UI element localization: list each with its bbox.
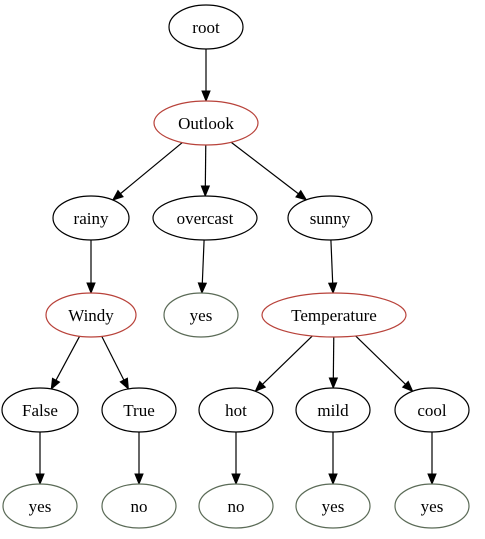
arrow-head-icon bbox=[111, 189, 124, 201]
node-outlook: Outlook bbox=[153, 100, 259, 146]
node-root: root bbox=[168, 4, 244, 50]
arrow-head-icon bbox=[86, 282, 96, 295]
node-overcast: overcast bbox=[152, 195, 258, 241]
arrow-head-icon bbox=[50, 377, 61, 391]
edge-mild-to-mild-yes bbox=[328, 432, 338, 486]
arrow-head-icon bbox=[200, 185, 211, 198]
edge-line bbox=[120, 142, 183, 195]
arrow-head-icon bbox=[401, 380, 414, 393]
edge-cool-to-cool-yes bbox=[427, 432, 437, 486]
arrow-head-icon bbox=[328, 377, 339, 390]
node-hot: hot bbox=[198, 387, 274, 433]
node-label: overcast bbox=[177, 209, 234, 228]
node-label: False bbox=[22, 401, 58, 420]
node-label: yes bbox=[29, 497, 52, 516]
edge-line bbox=[55, 335, 81, 381]
normal-node-ellipse bbox=[198, 387, 274, 433]
arrow-head-icon bbox=[134, 473, 144, 486]
edge-outlook-to-sunny bbox=[230, 141, 308, 201]
arrow-head-icon bbox=[328, 473, 338, 486]
node-label: no bbox=[131, 497, 148, 516]
decision-node-ellipse bbox=[261, 292, 407, 338]
edge-line bbox=[230, 141, 299, 195]
node-label: mild bbox=[317, 401, 349, 420]
edge-line bbox=[330, 239, 334, 284]
edge-root-to-outlook bbox=[201, 49, 211, 103]
node-windy: Windy bbox=[45, 292, 137, 338]
node-true: True bbox=[101, 387, 177, 433]
node-label: hot bbox=[225, 401, 247, 420]
arrow-head-icon bbox=[201, 90, 211, 103]
normal-node-ellipse bbox=[168, 4, 244, 50]
node-false-yes: yes bbox=[2, 483, 78, 529]
arrow-head-icon bbox=[231, 473, 241, 486]
node-sunny: sunny bbox=[287, 195, 373, 241]
edge-temperature-to-cool bbox=[355, 335, 414, 393]
node-label: rainy bbox=[74, 209, 109, 228]
node-label: cool bbox=[417, 401, 447, 420]
normal-node-ellipse bbox=[101, 387, 177, 433]
node-cool: cool bbox=[394, 387, 470, 433]
node-false: False bbox=[1, 387, 79, 433]
edge-layer bbox=[35, 49, 437, 486]
edge-rainy-to-windy bbox=[86, 240, 96, 295]
edge-false-to-false-yes bbox=[35, 432, 45, 486]
node-label: Windy bbox=[68, 306, 114, 325]
node-hot-no: no bbox=[198, 483, 274, 529]
leaf-node-ellipse bbox=[198, 483, 274, 529]
arrow-head-icon bbox=[119, 377, 129, 391]
normal-node-ellipse bbox=[295, 387, 371, 433]
node-label: True bbox=[123, 401, 155, 420]
node-mild: mild bbox=[295, 387, 371, 433]
arrow-head-icon bbox=[327, 282, 338, 295]
node-label: no bbox=[228, 497, 245, 516]
arrow-head-icon bbox=[427, 473, 437, 486]
leaf-node-ellipse bbox=[163, 292, 239, 338]
normal-node-ellipse bbox=[152, 195, 258, 241]
edge-sunny-to-temperature bbox=[327, 239, 338, 295]
node-label: root bbox=[192, 18, 220, 37]
normal-node-ellipse bbox=[52, 195, 130, 241]
edge-windy-to-false bbox=[50, 335, 81, 391]
node-label: Outlook bbox=[178, 114, 234, 133]
node-label: sunny bbox=[310, 209, 351, 228]
node-temperature: Temperature bbox=[261, 292, 407, 338]
node-label: yes bbox=[190, 306, 213, 325]
normal-node-ellipse bbox=[1, 387, 79, 433]
leaf-node-ellipse bbox=[2, 483, 78, 529]
node-true-no: no bbox=[101, 483, 177, 529]
edge-line bbox=[355, 335, 406, 385]
node-label: Temperature bbox=[291, 306, 377, 325]
node-cool-yes: yes bbox=[394, 483, 470, 529]
arrow-head-icon bbox=[197, 282, 208, 295]
edge-hot-to-hot-no bbox=[231, 432, 241, 486]
decision-node-ellipse bbox=[153, 100, 259, 146]
arrow-head-icon bbox=[295, 189, 308, 201]
edge-temperature-to-hot bbox=[254, 335, 313, 393]
normal-node-ellipse bbox=[287, 195, 373, 241]
node-label: yes bbox=[322, 497, 345, 516]
edge-line bbox=[201, 239, 205, 284]
arrow-head-icon bbox=[254, 380, 267, 393]
decision-node-ellipse bbox=[45, 292, 137, 338]
edge-line bbox=[101, 336, 125, 381]
edge-line bbox=[262, 335, 313, 385]
edge-outlook-to-rainy bbox=[111, 142, 183, 201]
leaf-node-ellipse bbox=[394, 483, 470, 529]
edge-windy-to-true bbox=[101, 336, 129, 391]
normal-node-ellipse bbox=[394, 387, 470, 433]
node-mild-yes: yes bbox=[295, 483, 371, 529]
edge-true-to-true-no bbox=[134, 432, 144, 486]
edge-overcast-to-overcast-yes bbox=[197, 239, 208, 295]
edge-outlook-to-overcast bbox=[200, 144, 211, 198]
node-overcast-yes: yes bbox=[163, 292, 239, 338]
edge-temperature-to-mild bbox=[328, 336, 339, 390]
leaf-node-ellipse bbox=[295, 483, 371, 529]
node-label: yes bbox=[421, 497, 444, 516]
arrow-head-icon bbox=[35, 473, 45, 486]
leaf-node-ellipse bbox=[101, 483, 177, 529]
node-rainy: rainy bbox=[52, 195, 130, 241]
